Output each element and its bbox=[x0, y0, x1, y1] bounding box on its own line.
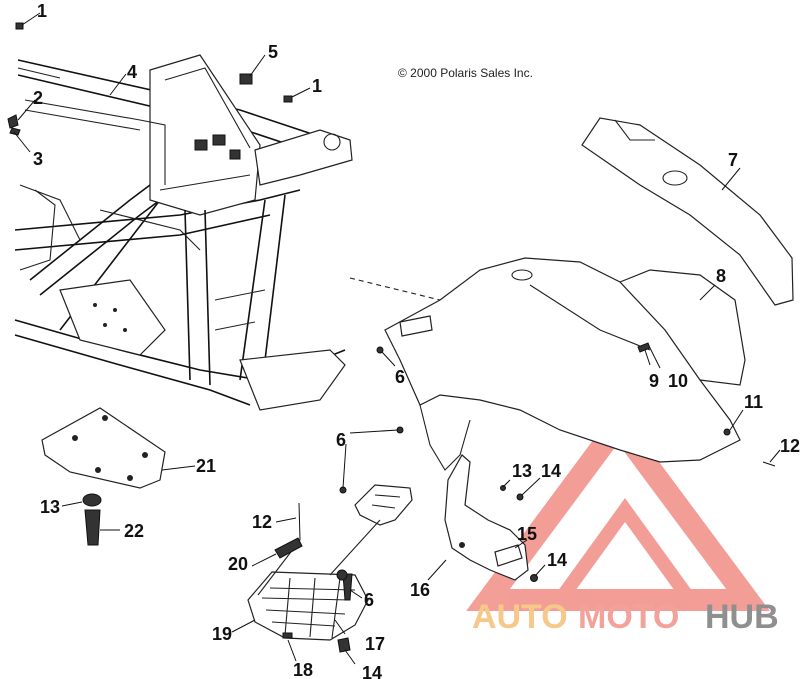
callout-12-left: 12 bbox=[252, 512, 272, 532]
callout-3: 3 bbox=[33, 149, 43, 169]
frame-assembly bbox=[14, 54, 353, 411]
callout-13-left: 13 bbox=[40, 497, 60, 517]
callout-19: 19 bbox=[212, 624, 232, 644]
callout-9: 9 bbox=[649, 371, 659, 391]
leader-lines bbox=[13, 12, 781, 665]
callout-6-fender: 6 bbox=[395, 367, 405, 387]
front-fender bbox=[349, 257, 741, 471]
callout-14-middle: 14 bbox=[547, 550, 567, 570]
frame-holes bbox=[93, 303, 127, 332]
callout-5: 5 bbox=[268, 42, 278, 62]
bracket-part-15 bbox=[494, 544, 523, 567]
bracket-part-20 bbox=[274, 537, 303, 559]
callout-6-footrest: 6 bbox=[364, 590, 374, 610]
watermark-hub: HUB bbox=[705, 598, 779, 636]
copyright-text: © 2000 Polaris Sales Inc. bbox=[398, 66, 533, 80]
step-bracket bbox=[354, 484, 413, 526]
callout-14-lower: 14 bbox=[362, 663, 382, 679]
watermark-text: AUTO MOTO HUB bbox=[472, 598, 779, 636]
rack-cover-part-7 bbox=[581, 117, 794, 306]
watermark-auto: AUTO bbox=[472, 598, 568, 636]
callout-20: 20 bbox=[228, 554, 248, 574]
callout-18: 18 bbox=[293, 660, 313, 679]
callout-15: 15 bbox=[517, 524, 537, 544]
callout-12-right: 12 bbox=[780, 436, 800, 456]
callout-4: 4 bbox=[127, 62, 137, 82]
callout-labels: 1 1 2 3 4 5 6 6 6 7 8 9 10 11 12 12 13 1… bbox=[33, 1, 800, 679]
callout-8: 8 bbox=[716, 266, 726, 286]
callout-13-right: 13 bbox=[512, 461, 532, 481]
callout-17: 17 bbox=[365, 634, 385, 654]
watermark-triangle bbox=[466, 406, 770, 611]
skid-plate-part-21 bbox=[41, 407, 166, 489]
watermark-moto: MOTO bbox=[578, 598, 679, 636]
footrest-part-19 bbox=[247, 519, 381, 641]
callout-22: 22 bbox=[124, 521, 144, 541]
callout-6-bracket: 6 bbox=[336, 430, 346, 450]
fasteners bbox=[7, 22, 776, 653]
callout-10: 10 bbox=[668, 371, 688, 391]
callout-14-upper: 14 bbox=[541, 461, 561, 481]
callout-2: 2 bbox=[33, 88, 43, 108]
callout-7: 7 bbox=[728, 150, 738, 170]
callout-16: 16 bbox=[410, 580, 430, 600]
callout-1-top: 1 bbox=[37, 1, 47, 21]
callout-21: 21 bbox=[196, 456, 216, 476]
callout-1-right: 1 bbox=[312, 76, 322, 96]
callout-11: 11 bbox=[744, 392, 763, 412]
